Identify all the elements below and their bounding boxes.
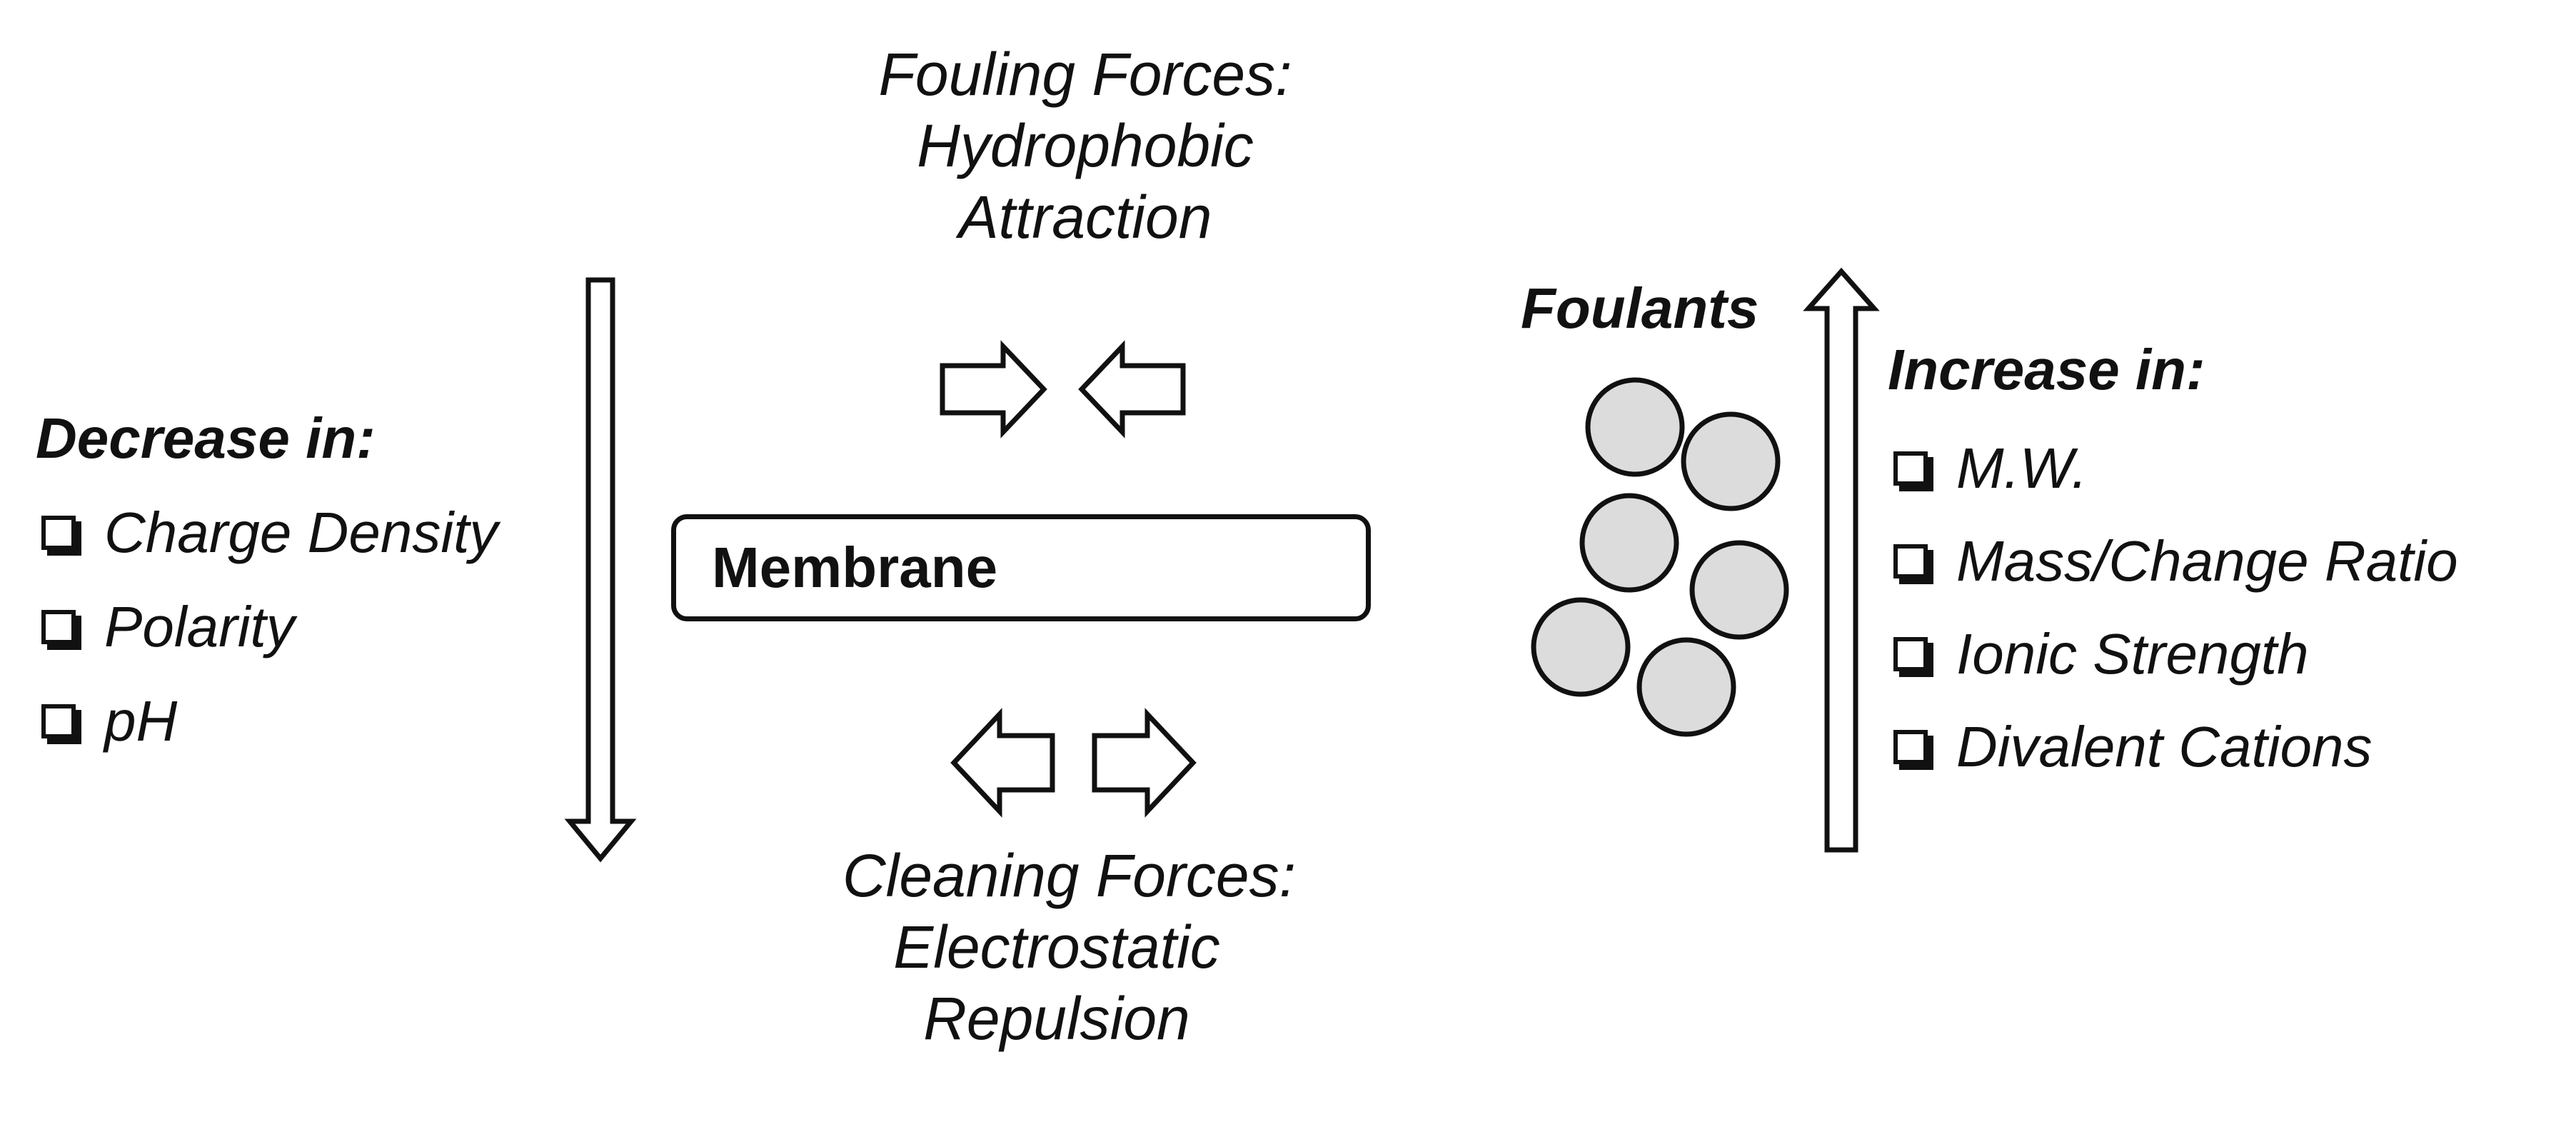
- foulants-label: Foulants: [1521, 276, 1759, 340]
- foulant-particle: [1681, 411, 1781, 511]
- fouling-arrow-left: [1078, 340, 1186, 439]
- increase-item-ionic-strength: Ionic Strength: [1893, 626, 2309, 683]
- decrease-item-polarity: Polarity: [41, 598, 295, 656]
- checkbox-icon: [1893, 451, 1928, 486]
- fouling-forces-label: Fouling Forces: Hydrophobic Attraction: [871, 44, 1299, 259]
- fouling-arrow-right: [940, 340, 1047, 439]
- decrease-item-ph: pH: [41, 693, 177, 750]
- item-label: M.W.: [1956, 436, 2088, 500]
- increase-heading: Increase in:: [1888, 338, 2205, 401]
- membrane-box: Membrane: [671, 514, 1371, 621]
- cleaning-line-1: Cleaning Forces:: [842, 842, 1296, 909]
- increase-item-mw: M.W.: [1893, 440, 2088, 497]
- checkbox-icon: [1893, 730, 1928, 764]
- fouling-line-3: Attraction: [958, 184, 1212, 251]
- cleaning-line-3: Repulsion: [923, 985, 1190, 1052]
- item-label: pH: [104, 689, 178, 753]
- item-label: Ionic Strength: [1956, 622, 2309, 686]
- increase-up-arrow: [1803, 267, 1880, 853]
- membrane-label: Membrane: [712, 536, 998, 599]
- foulant-particle: [1585, 377, 1685, 477]
- checkbox-icon: [1893, 637, 1928, 671]
- cleaning-arrow-left: [950, 708, 1055, 818]
- foulant-particle: [1689, 540, 1789, 640]
- foulant-particle: [1636, 637, 1736, 737]
- foulant-particles: [1531, 377, 1789, 737]
- item-label: Mass/Change Ratio: [1956, 529, 2458, 593]
- foulant-particle: [1579, 493, 1679, 593]
- fouling-line-1: Fouling Forces:: [878, 41, 1292, 108]
- decrease-down-arrow: [564, 277, 637, 863]
- decrease-heading: Decrease in:: [36, 406, 376, 470]
- cleaning-forces-label: Cleaning Forces: Electrostatic Repulsion: [842, 842, 1296, 1060]
- checkbox-icon: [41, 704, 76, 738]
- checkbox-icon: [1893, 544, 1928, 578]
- checkbox-icon: [41, 516, 76, 550]
- foulant-particle: [1531, 597, 1631, 697]
- cleaning-line-2: Electrostatic: [893, 913, 1220, 981]
- increase-item-divalent-cations: Divalent Cations: [1893, 718, 2373, 776]
- increase-item-mass-charge-ratio: Mass/Change Ratio: [1893, 533, 2458, 590]
- checkbox-icon: [41, 610, 76, 644]
- cleaning-arrow-right: [1092, 708, 1197, 818]
- item-label: Charge Density: [104, 501, 498, 564]
- decrease-item-charge-density: Charge Density: [41, 504, 498, 561]
- fouling-line-2: Hydrophobic: [917, 112, 1254, 179]
- item-label: Divalent Cations: [1956, 715, 2373, 778]
- item-label: Polarity: [104, 595, 295, 658]
